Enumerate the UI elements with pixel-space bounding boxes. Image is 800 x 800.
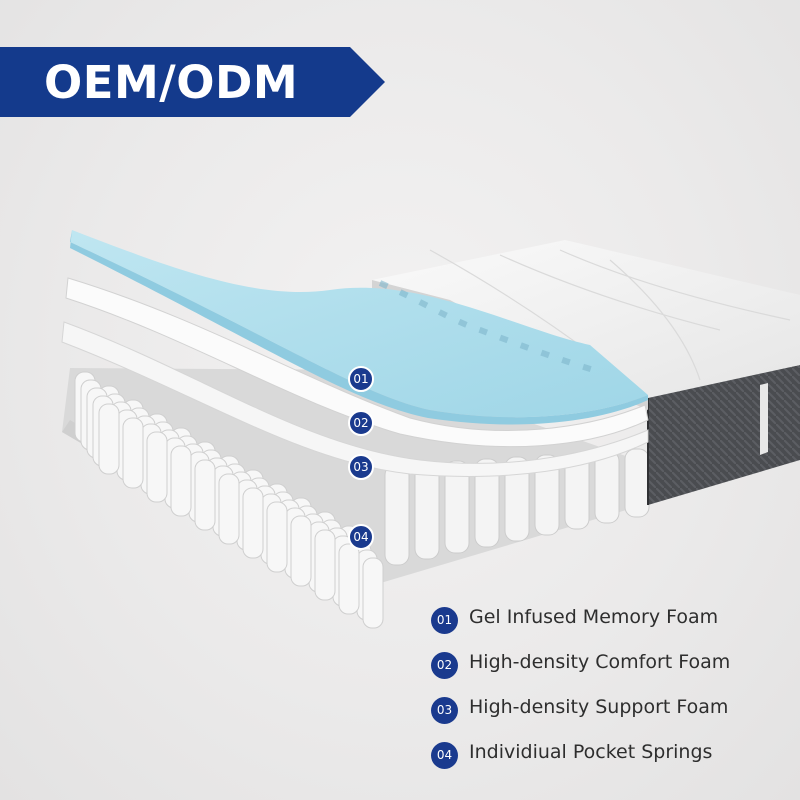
legend-badge: 03 bbox=[431, 697, 458, 724]
spring-coil bbox=[534, 454, 560, 536]
mattress-side-panel bbox=[647, 365, 800, 505]
spring-coil bbox=[122, 417, 144, 489]
spring-coil bbox=[266, 501, 288, 573]
pocket-springs bbox=[62, 368, 660, 629]
spring-coil bbox=[170, 445, 192, 517]
legend-label: Individiual Pocket Springs bbox=[469, 741, 713, 763]
banner-arrow-shape bbox=[0, 47, 385, 117]
spring-coil bbox=[594, 450, 620, 524]
callout-03: 03 bbox=[348, 454, 374, 480]
spring-coil bbox=[242, 487, 264, 559]
legend-label: High-density Support Foam bbox=[469, 696, 729, 718]
callout-01: 01 bbox=[348, 366, 374, 392]
spring-coil bbox=[194, 459, 216, 531]
spring-coil bbox=[98, 403, 120, 475]
spring-coil bbox=[504, 456, 530, 542]
legend-label: High-density Comfort Foam bbox=[469, 651, 731, 673]
legend-label: Gel Infused Memory Foam bbox=[469, 606, 719, 628]
legend-badge: 04 bbox=[431, 742, 458, 769]
spring-coil bbox=[624, 448, 650, 518]
banner-title: OEM/ODM bbox=[44, 56, 299, 109]
layer-legend: 01 Gel Infused Memory Foam 02 High-densi… bbox=[431, 603, 791, 783]
support-foam-layer bbox=[61, 321, 649, 477]
oem-odm-banner: OEM/ODM bbox=[0, 47, 385, 117]
spring-coil bbox=[362, 557, 384, 629]
spring-coil bbox=[338, 543, 360, 615]
spring-coil bbox=[218, 473, 240, 545]
spring-coil bbox=[146, 431, 168, 503]
callout-02: 02 bbox=[348, 410, 374, 436]
spring-coil bbox=[414, 462, 440, 560]
spring-coils bbox=[74, 371, 650, 629]
spring-coil bbox=[474, 458, 500, 548]
spring-coil bbox=[384, 464, 410, 566]
gel-memory-foam-layer bbox=[70, 230, 648, 418]
legend-item: 02 High-density Comfort Foam bbox=[431, 648, 791, 693]
spring-coil bbox=[290, 515, 312, 587]
legend-item: 01 Gel Infused Memory Foam bbox=[431, 603, 791, 648]
legend-badge: 02 bbox=[431, 652, 458, 679]
gel-foam-wave-edge bbox=[378, 280, 601, 375]
legend-item: 03 High-density Support Foam bbox=[431, 693, 791, 738]
legend-item: 04 Individiual Pocket Springs bbox=[431, 738, 791, 783]
spring-coil bbox=[314, 529, 336, 601]
callout-04: 04 bbox=[348, 524, 374, 550]
spring-coil bbox=[444, 460, 470, 554]
legend-badge: 01 bbox=[431, 607, 458, 634]
